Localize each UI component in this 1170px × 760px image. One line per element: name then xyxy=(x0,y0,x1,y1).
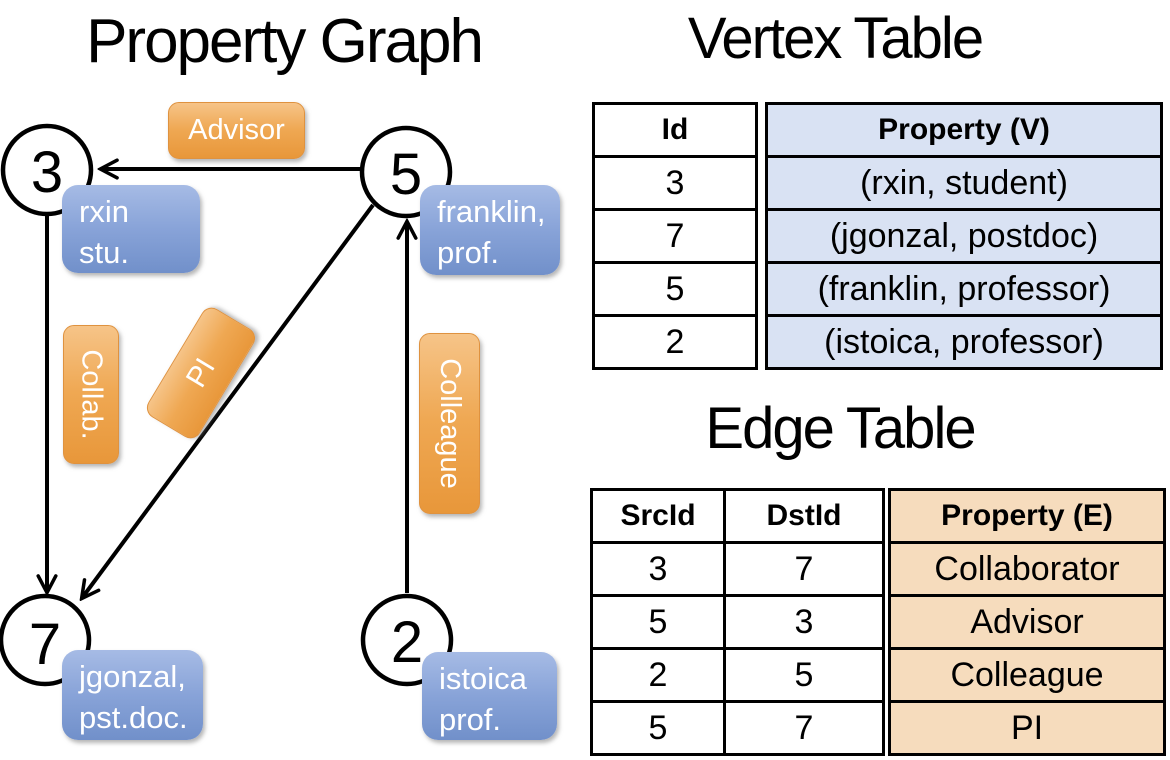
vertex-property-cell: (istoica, professor) xyxy=(765,314,1163,370)
table-row: PI xyxy=(888,700,1166,756)
edge-property-cell: Colleague xyxy=(888,647,1166,703)
edge-table-id-columns: SrcId DstId 3 7 5 3 2 5 5 7 xyxy=(590,488,885,756)
vertex-label-5: franklin, prof. xyxy=(420,185,560,275)
vertex-table-property-column: Property (V) (rxin, student) (jgonzal, p… xyxy=(765,102,1163,370)
edge-table-title: Edge Table xyxy=(705,396,976,461)
table-row: (jgonzal, postdoc) xyxy=(765,208,1163,264)
table-row: 2 xyxy=(592,314,758,370)
table-row: 5 xyxy=(592,261,758,317)
vertex-property-cell: (jgonzal, postdoc) xyxy=(765,208,1163,264)
vertex-label-3: rxin stu. xyxy=(62,185,200,273)
vertex-label-7-line1: jgonzal, xyxy=(79,659,186,694)
edge-dst-cell: 7 xyxy=(723,541,885,597)
vertex-id-cell: 7 xyxy=(592,208,758,264)
table-row: 3 7 xyxy=(590,541,885,597)
vertex-label-5-line1: franklin, xyxy=(437,194,546,229)
table-row: 5 7 xyxy=(590,700,885,756)
edge-dst-cell: 3 xyxy=(723,594,885,650)
vertex-id-cell: 2 xyxy=(592,314,758,370)
property-graph-title: Property Graph xyxy=(86,7,484,76)
edge-label-colleague: Colleague xyxy=(419,333,480,514)
table-row: (franklin, professor) xyxy=(765,261,1163,317)
edge-property-cell: Collaborator xyxy=(888,541,1166,597)
node-id-7: 7 xyxy=(28,612,62,677)
table-row: (rxin, student) xyxy=(765,155,1163,211)
edge-label-advisor-text: Advisor xyxy=(188,114,285,146)
vertex-property-cell: (rxin, student) xyxy=(765,155,1163,211)
edge-label-collab: Collab. xyxy=(63,325,119,464)
edge-5-to-7 xyxy=(82,203,375,598)
edge-property-cell: PI xyxy=(888,700,1166,756)
edge-table-property-column: Property (E) Collaborator Advisor Collea… xyxy=(888,488,1166,756)
edge-src-cell: 5 xyxy=(590,700,726,756)
edge-property-cell: Advisor xyxy=(888,594,1166,650)
vertex-table-title: Vertex Table xyxy=(687,6,984,71)
vertex-table-header-id: Id xyxy=(592,102,758,158)
table-row: Advisor xyxy=(888,594,1166,650)
table-row: 3 xyxy=(592,155,758,211)
edge-src-cell: 2 xyxy=(590,647,726,703)
node-id-5: 5 xyxy=(389,142,423,207)
edge-label-pi-text: PI xyxy=(179,352,222,393)
vertex-label-7: jgonzal, pst.doc. xyxy=(62,650,203,740)
vertex-label-7-line2: pst.doc. xyxy=(79,700,188,735)
vertex-label-3-line2: stu. xyxy=(79,235,129,270)
vertex-label-2-line2: prof. xyxy=(439,702,502,737)
edge-dst-cell: 7 xyxy=(723,700,885,756)
edge-src-cell: 5 xyxy=(590,594,726,650)
edge-label-advisor: Advisor xyxy=(168,102,305,159)
edge-dst-cell: 5 xyxy=(723,647,885,703)
table-row: (istoica, professor) xyxy=(765,314,1163,370)
edge-table-header-property: Property (E) xyxy=(888,488,1166,544)
table-row: 5 3 xyxy=(590,594,885,650)
vertex-table-id-column: Id 3 7 5 2 xyxy=(592,102,758,370)
vertex-table-header-property: Property (V) xyxy=(765,102,1163,158)
vertex-label-5-line2: prof. xyxy=(437,235,500,270)
vertex-label-3-line1: rxin xyxy=(79,194,129,229)
vertex-id-cell: 5 xyxy=(592,261,758,317)
edge-src-cell: 3 xyxy=(590,541,726,597)
node-id-2: 2 xyxy=(390,610,424,675)
edge-label-collab-text: Collab. xyxy=(75,349,108,440)
edge-table-header-dstid: DstId xyxy=(723,488,885,544)
vertex-id-cell: 3 xyxy=(592,155,758,211)
edge-table-header-srcid: SrcId xyxy=(590,488,726,544)
vertex-label-2-line1: istoica xyxy=(439,661,527,696)
table-row: Collaborator xyxy=(888,541,1166,597)
node-id-3: 3 xyxy=(30,140,64,205)
table-row: 7 xyxy=(592,208,758,264)
vertex-label-2: istoica prof. xyxy=(422,652,557,740)
vertex-property-cell: (franklin, professor) xyxy=(765,261,1163,317)
table-row: Colleague xyxy=(888,647,1166,703)
table-row: 2 5 xyxy=(590,647,885,703)
edge-label-colleague-text: Colleague xyxy=(434,358,467,489)
